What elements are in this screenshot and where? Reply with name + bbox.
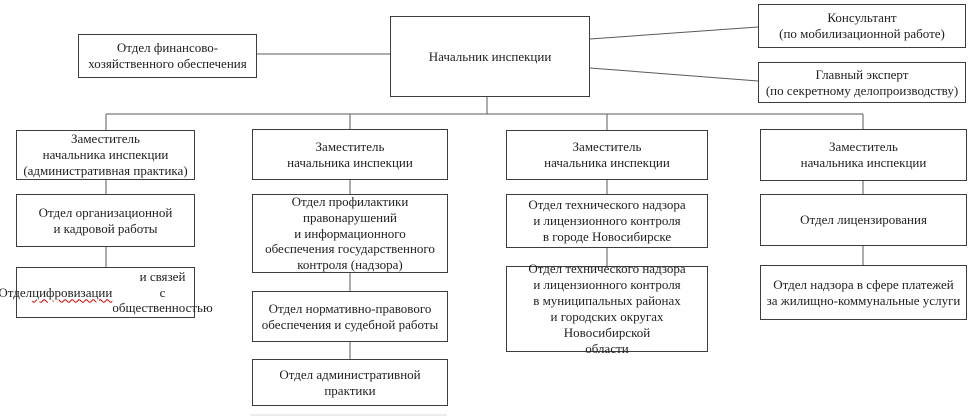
node-housing-payments-dept: Отдел надзора в сфере платежей за жилищн…: [760, 265, 967, 320]
node-inspection-chief: Начальник инспекции: [390, 16, 590, 97]
node-org-personnel-dept: Отдел организационной и кадровой работы: [16, 194, 195, 247]
node-tech-city-dept: Отдел технического надзора и лицензионно…: [506, 194, 708, 248]
node-consultant: Консультант (по мобилизационной работе): [758, 4, 966, 48]
connector-line: [589, 26, 759, 40]
spellcheck-underlined-word: цифровизации: [32, 284, 113, 300]
node-admin-practice-dept: Отдел административной практики: [252, 359, 448, 406]
node-deputy-admin-practice: Заместитель начальника инспекции (админи…: [16, 130, 195, 180]
digital-dept-text: и связей с общественностью: [112, 268, 213, 316]
node-chief-expert: Главный эксперт (по секретному делопроиз…: [758, 62, 966, 103]
node-prevention-dept: Отдел профилактики правонарушений и инфо…: [252, 194, 448, 273]
node-licensing-dept: Отдел лицензирования: [760, 194, 967, 246]
node-legal-dept: Отдел нормативно-правового обеспечения и…: [252, 291, 448, 342]
node-deputy-2: Заместитель начальника инспекции: [252, 129, 448, 180]
node-tech-region-dept: Отдел технического надзора и лицензионно…: [506, 261, 708, 356]
node-finance-dept: Отдел финансово- хозяйственного обеспече…: [78, 34, 257, 78]
node-digital-pr-dept: Отдел цифровизации и связей с общественн…: [0, 267, 213, 318]
digital-dept-text: Отдел: [0, 284, 33, 300]
node-deputy-3: Заместитель начальника инспекции: [506, 130, 708, 180]
node-deputy-4: Заместитель начальника инспекции: [760, 129, 967, 181]
connector-line: [589, 67, 759, 82]
